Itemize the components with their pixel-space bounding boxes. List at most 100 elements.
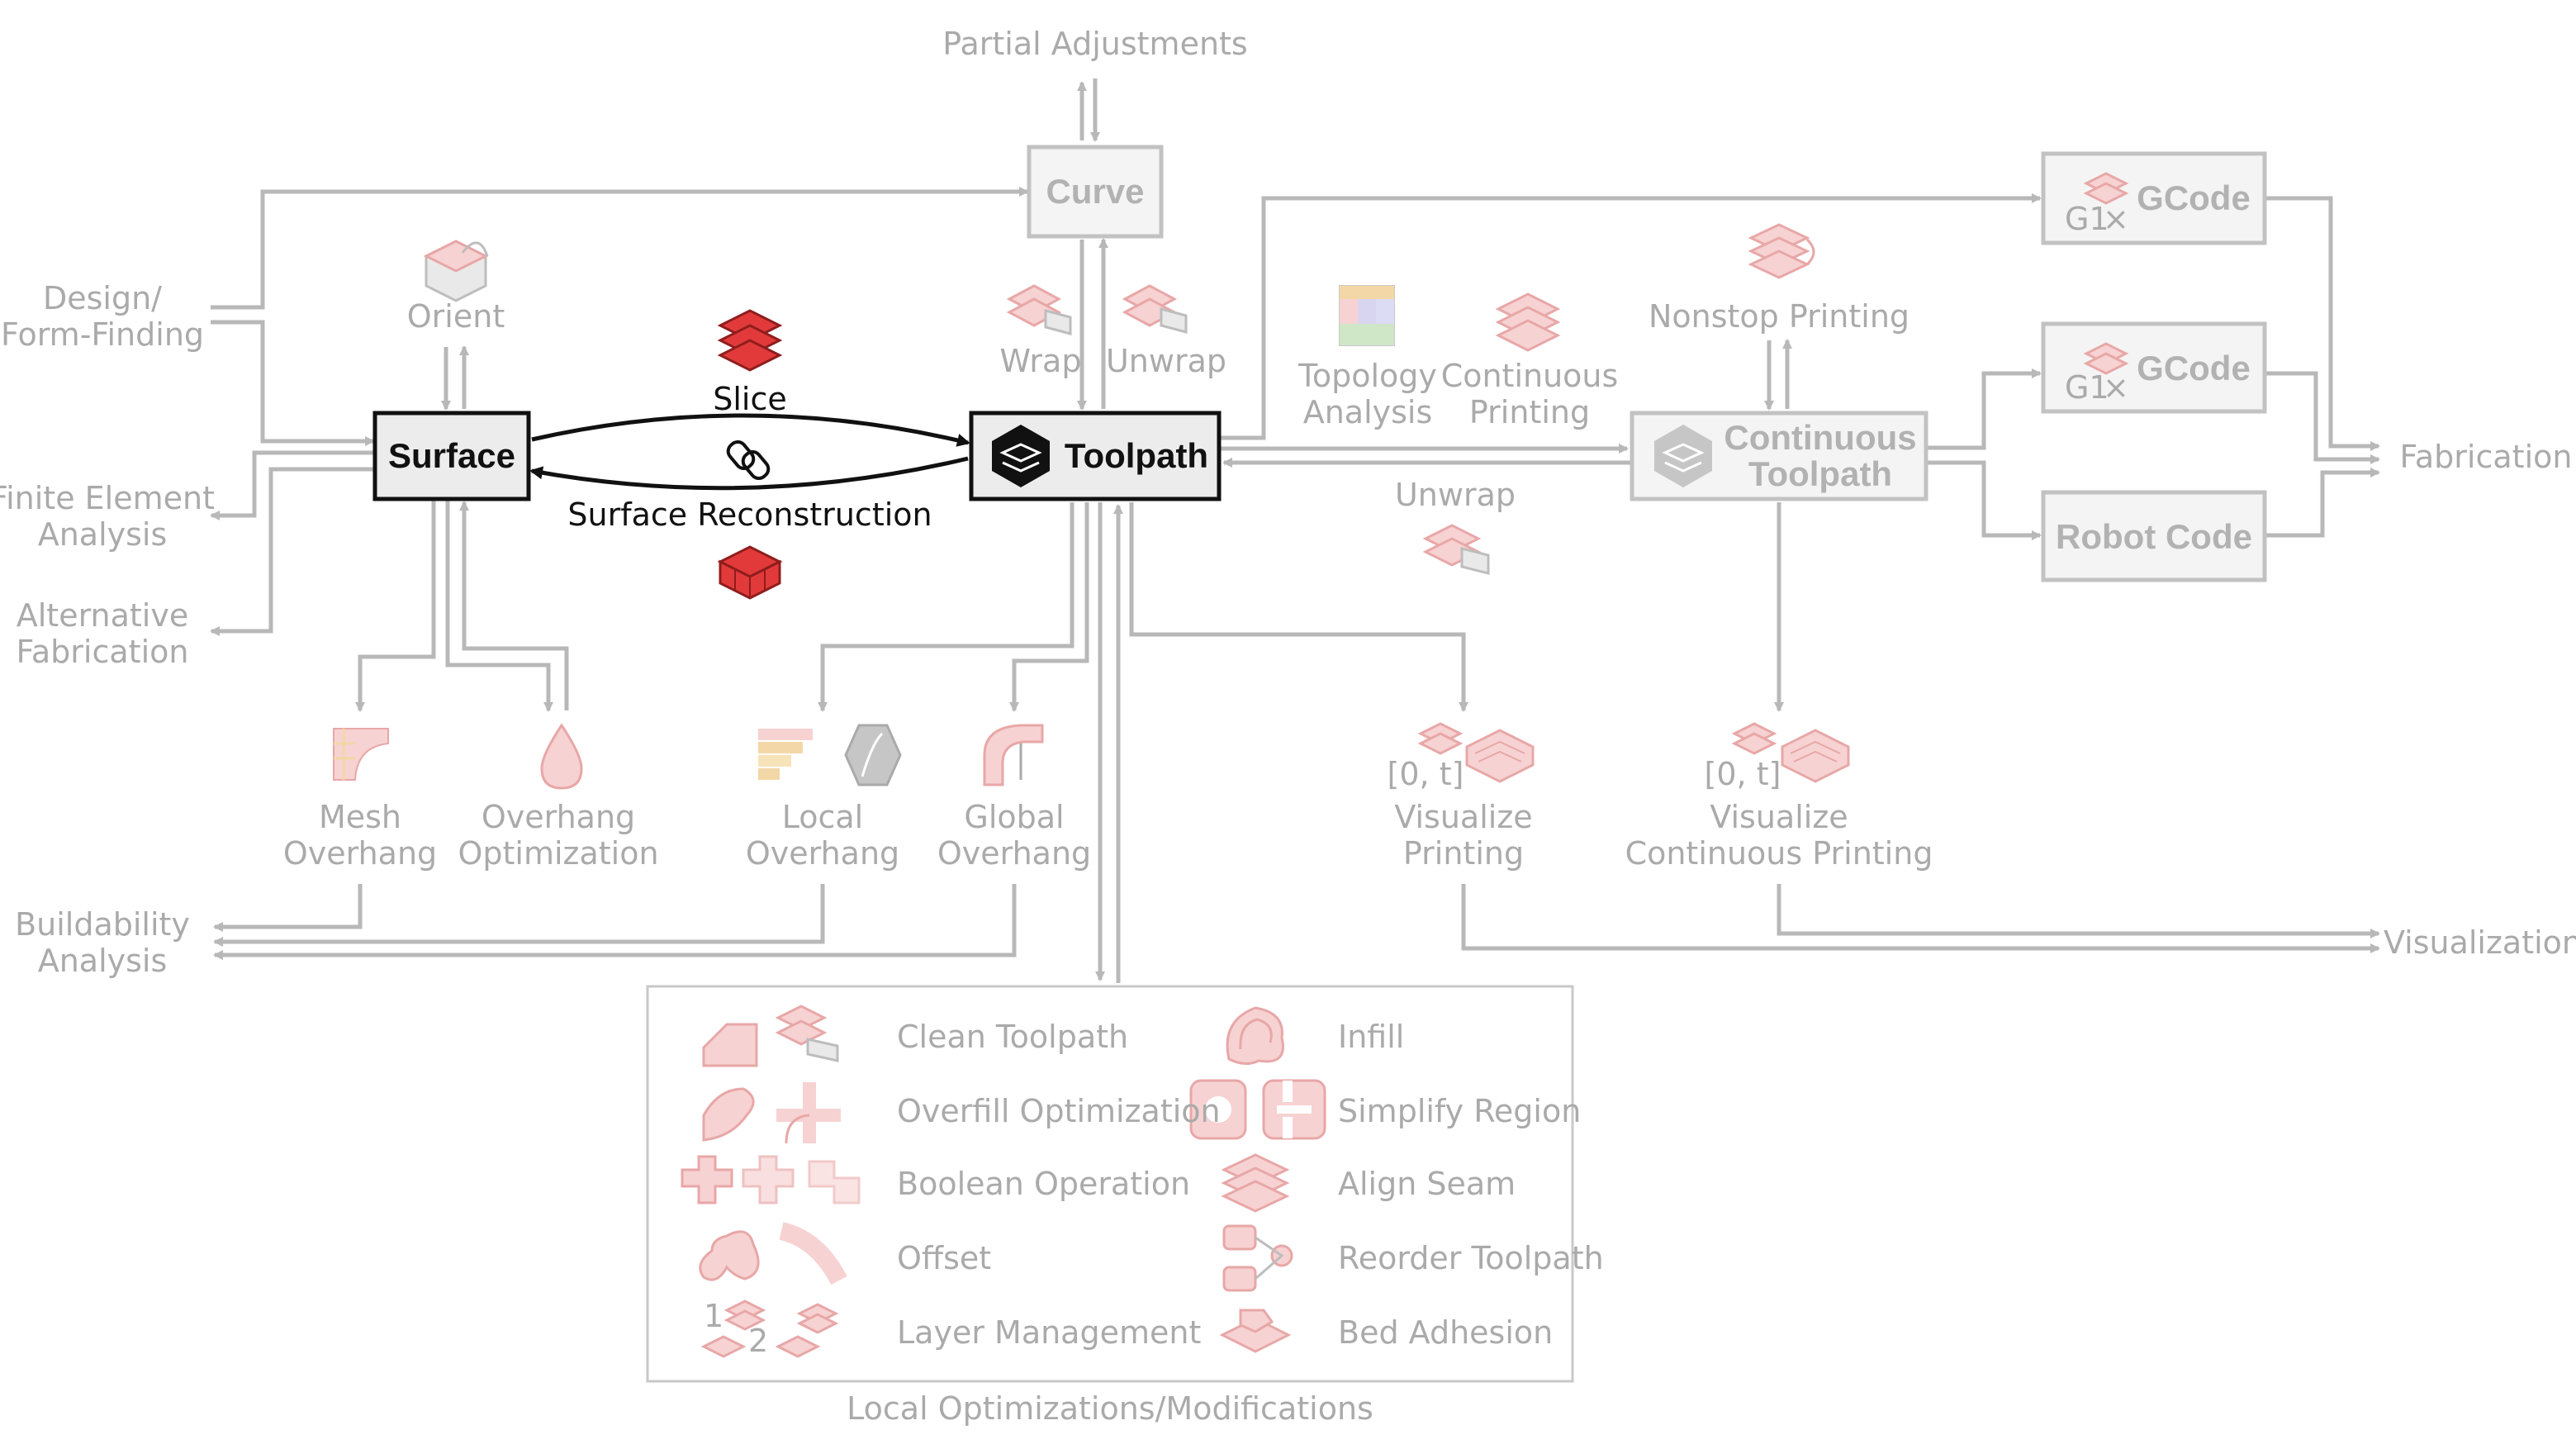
continuous-hex-icon <box>1654 425 1712 487</box>
visualize-icon <box>1417 722 1535 783</box>
continuous-toolpath-box[interactable]: Continuous Toolpath <box>1630 411 1928 501</box>
mesh-layers-icon <box>717 545 783 600</box>
topology-label-line2: Analysis <box>1303 394 1433 430</box>
altfab-label-line1: Alternative <box>17 597 188 634</box>
op-simplify-region: Simplify Region <box>1338 1093 1581 1129</box>
range-label-2: [0, t] <box>1705 756 1781 792</box>
buildability-label-line2: Analysis <box>38 943 168 979</box>
toolpath-hex-icon <box>992 425 1050 487</box>
topology-label-line1: Topology <box>1297 358 1437 394</box>
curve-box[interactable]: Curve <box>1027 145 1164 239</box>
toolpath-label: Toolpath <box>1065 436 1208 475</box>
gcode-box-2[interactable]: G1 × GCode <box>2041 321 2267 414</box>
slice-label: Slice <box>713 381 787 417</box>
mesh-overhang-icon <box>333 728 389 781</box>
contprint-label-line1: Continuous <box>1441 358 1619 394</box>
layer-number-2: 2 <box>748 1323 768 1359</box>
local-overhang-line2: Overhang <box>746 835 899 872</box>
visualize-continuous-icon <box>1731 722 1850 783</box>
op-reorder-toolpath: Reorder Toolpath <box>1338 1240 1604 1276</box>
x-mark-icon: × <box>2103 369 2129 406</box>
local-overhang-icon <box>758 724 902 786</box>
offset-icon <box>699 1222 847 1285</box>
visualization-label: Visualization <box>2384 924 2576 961</box>
overhang-opt-line2: Optimization <box>458 835 658 872</box>
contprint-label-line2: Printing <box>1469 394 1590 430</box>
nonstop-printing-icon <box>1748 223 1815 279</box>
global-overhang-line2: Overhang <box>937 835 1091 872</box>
robot-code-label: Robot Code <box>2056 517 2252 556</box>
x-mark-icon: × <box>2103 201 2129 237</box>
op-boolean-operation: Boolean Operation <box>897 1166 1190 1202</box>
visualize-continuous-line2: Continuous Printing <box>1625 835 1933 872</box>
boolean-operation-icon <box>681 1155 861 1204</box>
design-label-line2: Form-Finding <box>1 316 204 353</box>
visualize-printing-line1: Visualize <box>1394 799 1532 835</box>
visualize-continuous-line1: Visualize <box>1710 799 1848 835</box>
overfill-optimization-icon <box>702 1082 841 1144</box>
global-overhang-line1: Global <box>964 799 1064 835</box>
visualize-printing-line2: Printing <box>1403 835 1524 872</box>
unwrap-icon-mid <box>1422 524 1490 575</box>
slice-layers-icon <box>717 309 783 372</box>
local-overhang-line1: Local <box>782 799 864 835</box>
continuous-printing-icon <box>1495 292 1561 352</box>
fabrication-label: Fabrication <box>2400 439 2573 475</box>
surface-label: Surface <box>388 436 515 475</box>
edges <box>210 78 2380 983</box>
design-label-line1: Design/ <box>43 280 162 316</box>
curve-label: Curve <box>1046 172 1144 211</box>
local-optimizations-panel: 1 2 <box>646 985 1604 1383</box>
op-offset: Offset <box>897 1240 991 1276</box>
gcode-label-2: GCode <box>2137 349 2251 387</box>
unwrap-icon-top <box>1122 284 1188 334</box>
layers-icon <box>2083 172 2129 205</box>
partial-adjustments-label: Partial Adjustments <box>942 26 1247 62</box>
nonstop-printing-label: Nonstop Printing <box>1649 298 1909 335</box>
g1-label-2: G1 <box>2065 369 2109 406</box>
slice-arcs <box>529 413 970 491</box>
orient-icon <box>423 240 489 302</box>
continuous-toolpath-line2: Toolpath <box>1748 454 1892 493</box>
altfab-label-line2: Fabrication <box>17 634 189 670</box>
layer-management-icon: 1 2 <box>700 1298 839 1359</box>
wrap-label: Wrap <box>1000 343 1082 379</box>
op-bed-adhesion: Bed Adhesion <box>1338 1314 1553 1351</box>
g1-label-1: G1 <box>2065 201 2109 237</box>
gcode-label-1: GCode <box>2137 178 2251 217</box>
toolpath-box[interactable]: Toolpath <box>969 411 1222 501</box>
simplify-region-icon <box>1189 1079 1326 1140</box>
reorder-toolpath-icon <box>1222 1224 1293 1292</box>
layers-icon <box>2083 342 2129 375</box>
surface-reconstruction-label: Surface Reconstruction <box>567 496 932 533</box>
op-infill: Infill <box>1338 1019 1404 1055</box>
op-layer-management: Layer Management <box>897 1314 1201 1351</box>
unwrap-top-label: Unwrap <box>1106 343 1226 379</box>
orient-label: Orient <box>407 298 505 335</box>
align-seam-icon <box>1221 1153 1290 1213</box>
droplet-icon <box>540 723 583 790</box>
mesh-overhang-line2: Overhang <box>283 835 437 872</box>
clean-toolpath-icon <box>702 1005 839 1067</box>
op-clean-toolpath: Clean Toolpath <box>897 1019 1128 1055</box>
local-optimizations-caption: Local Optimizations/Modifications <box>847 1390 1373 1427</box>
fea-label-line2: Analysis <box>38 516 168 553</box>
link-icon <box>726 439 771 481</box>
continuous-toolpath-line1: Continuous <box>1724 418 1916 457</box>
fea-label-line1: Finite Element <box>0 480 215 516</box>
topology-grid-icon <box>1339 285 1395 346</box>
global-overhang-icon <box>983 724 1044 786</box>
gcode-box-1[interactable]: G1 × GCode <box>2041 151 2267 245</box>
range-label-1: [0, t] <box>1388 756 1464 792</box>
bed-adhesion-icon <box>1219 1309 1292 1353</box>
robot-code-box[interactable]: Robot Code <box>2041 490 2267 582</box>
overhang-opt-line1: Overhang <box>482 799 635 835</box>
surface-box[interactable]: Surface <box>372 411 531 501</box>
unwrap-mid-label: Unwrap <box>1395 477 1516 513</box>
wrap-icon <box>1006 284 1072 335</box>
mesh-overhang-line1: Mesh <box>319 799 401 835</box>
op-align-seam: Align Seam <box>1338 1166 1516 1202</box>
op-overfill-optimization: Overfill Optimization <box>897 1093 1221 1129</box>
infill-icon <box>1226 1006 1284 1065</box>
